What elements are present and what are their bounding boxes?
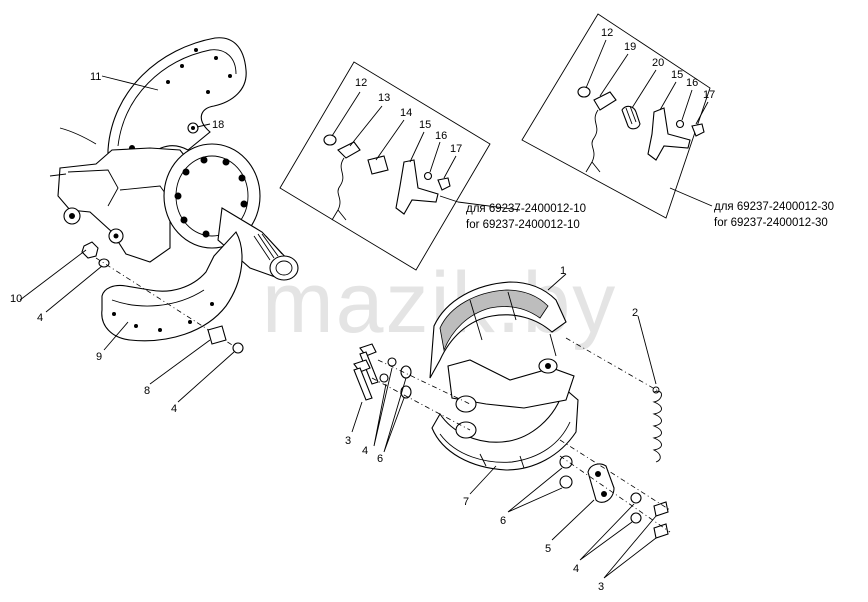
callout-7: 7 [463,496,469,508]
callout-17-box30: 17 [703,89,715,101]
nut-part-10 [81,241,241,351]
callout-18: 18 [212,119,224,131]
callout-19: 19 [624,41,636,53]
callout-3-left: 3 [345,435,351,447]
leader-lines [19,39,713,579]
note-variant-10-en: for 69237-2400012-10 [466,219,580,231]
callout-3-right: 3 [598,581,604,593]
callout-13: 13 [378,92,390,104]
callout-12-box30: 12 [601,27,613,39]
callout-14: 14 [400,107,412,119]
note-variant-10-ru: для 69237-2400012-10 [466,203,586,215]
callout-4-right: 4 [573,563,579,575]
callout-4-shoe: 4 [362,445,368,457]
callout-16-box10: 16 [435,130,447,142]
callout-12-box10: 12 [355,77,367,89]
callout-5: 5 [545,543,551,555]
callout-10: 10 [10,293,22,305]
shoe-bolts-right [559,439,671,539]
callout-4-left: 4 [37,312,43,324]
variant-notes: для 69237-2400012-10 for 69237-2400012-1… [466,201,834,231]
callout-4-mid: 4 [171,403,177,415]
callout-11: 11 [90,71,101,83]
callout-8: 8 [144,385,150,397]
callout-1: 1 [560,265,566,277]
note-variant-30-en: for 69237-2400012-30 [714,217,828,229]
callout-6-left: 6 [377,453,383,465]
callout-16-box30: 16 [686,77,698,89]
variant-30-box [521,13,711,219]
variant-10-box [279,61,491,271]
callout-labels: 11 18 10 4 9 8 4 1 2 3 4 6 7 6 5 4 3 12 … [10,27,715,593]
callout-6-right: 6 [500,515,506,527]
nut-part-18 [187,122,199,134]
brake-shoe-assembly [429,281,579,471]
callout-20: 20 [652,57,664,69]
note-variant-30-ru: для 69237-2400012-30 [714,201,834,213]
callout-2: 2 [632,307,638,319]
callout-17-box10: 17 [450,143,462,155]
fitting-part-8 [207,325,244,354]
callout-9: 9 [96,351,102,363]
axle-housing-assembly [49,37,299,342]
spring-part-2 [565,337,662,463]
callout-15-box30: 15 [671,69,683,81]
shoe-bolts-left [353,343,471,431]
callout-15-box10: 15 [419,119,431,131]
